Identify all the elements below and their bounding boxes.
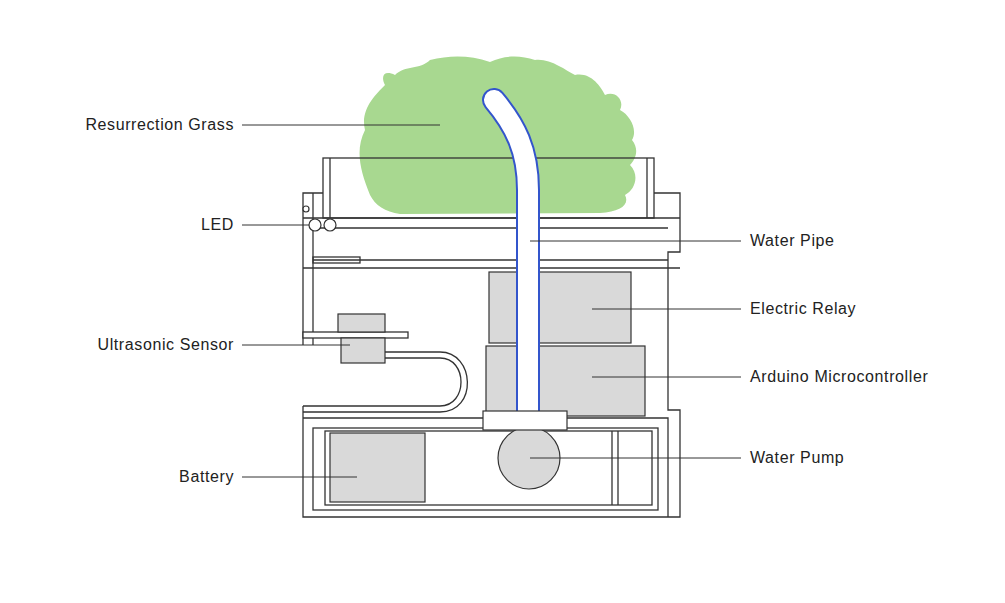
tray-wall	[646, 158, 647, 218]
leader-line	[530, 241, 741, 242]
divider	[611, 431, 612, 505]
compartment-inner	[325, 431, 652, 505]
part-label: Battery	[179, 467, 234, 487]
rim-line	[303, 217, 680, 218]
housing-wall	[303, 193, 680, 517]
divider	[617, 431, 618, 505]
housing-wall	[303, 193, 323, 345]
part-label: Resurrection Grass	[85, 115, 234, 135]
sensor-head	[338, 314, 385, 332]
led-bulb	[324, 219, 336, 231]
rim-line	[303, 267, 680, 268]
led-bulb	[309, 219, 321, 231]
led-dot	[303, 206, 309, 212]
housing-wall	[312, 193, 313, 345]
ledge	[313, 257, 360, 263]
leader-line	[592, 377, 741, 378]
part-label: Water Pump	[750, 448, 844, 468]
leader-line	[242, 225, 309, 226]
compartment-wall	[303, 418, 668, 517]
rim-line	[313, 227, 668, 228]
leader-line	[530, 458, 741, 459]
rim-line	[313, 259, 668, 260]
sensor-body	[341, 338, 385, 363]
arduino-box	[486, 346, 645, 416]
battery-box	[330, 433, 425, 502]
sensor-cable	[303, 358, 461, 406]
leader-line	[242, 345, 350, 346]
pipe-connector	[483, 411, 567, 430]
grass-shape	[360, 56, 637, 214]
pipe-outline	[494, 100, 528, 415]
part-label: Water Pipe	[750, 231, 835, 251]
compartment-inner	[313, 428, 658, 510]
leader-lines	[242, 125, 741, 477]
housing-wall	[302, 406, 303, 418]
leader-line	[242, 477, 357, 478]
housing-lines	[303, 158, 680, 517]
leader-line	[592, 309, 741, 310]
part-label: Ultrasonic Sensor	[98, 335, 234, 355]
part-label: Arduino Microcontroller	[750, 367, 928, 387]
part-label: Electric Relay	[750, 299, 856, 319]
part-label: LED	[201, 215, 234, 235]
pipe-fill	[494, 100, 528, 415]
leader-line	[242, 125, 440, 126]
relay-box	[489, 272, 631, 343]
sensor-bracket	[303, 332, 408, 338]
tray-wall	[329, 158, 330, 218]
tray-outline	[323, 158, 654, 218]
